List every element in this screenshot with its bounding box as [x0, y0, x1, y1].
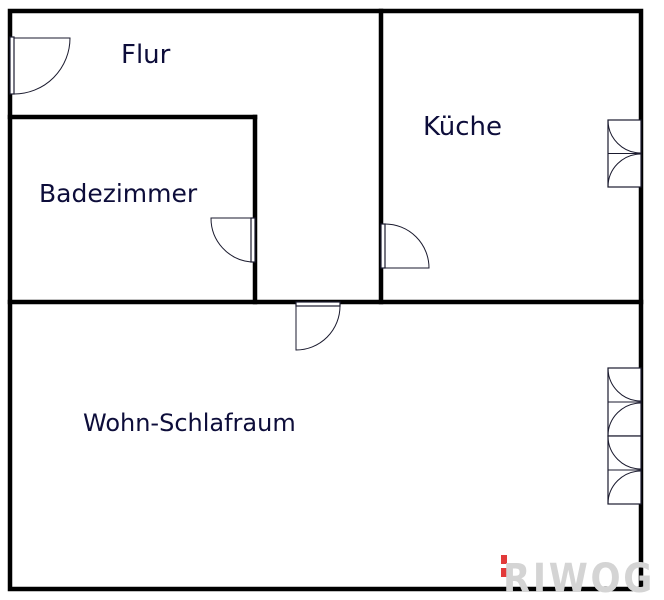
- living-window-lower: [607, 435, 642, 505]
- kitchen-window: [607, 119, 642, 188]
- doors: [9, 36, 430, 351]
- logo-red-accent-2: [501, 568, 507, 577]
- logo-red-accent: [501, 555, 507, 564]
- entrance-door: [9, 36, 71, 95]
- walls: [7, 8, 644, 592]
- bathroom-door: [210, 217, 256, 263]
- living-window-upper: [607, 367, 642, 437]
- room-label-kueche: Küche: [423, 112, 502, 142]
- living-room-door: [295, 301, 341, 351]
- logo-text: RIWOG: [503, 556, 655, 600]
- room-label-wohn-schlafraum: Wohn-Schlafraum: [83, 409, 296, 437]
- room-label-badezimmer: Badezimmer: [39, 179, 198, 208]
- kitchen-door: [380, 223, 430, 269]
- windows: [607, 119, 642, 505]
- room-label-flur: Flur: [121, 40, 171, 70]
- riwog-logo: RIWOG: [501, 555, 655, 600]
- room-labels: Flur Küche Badezimmer Wohn-Schlafraum: [39, 40, 502, 437]
